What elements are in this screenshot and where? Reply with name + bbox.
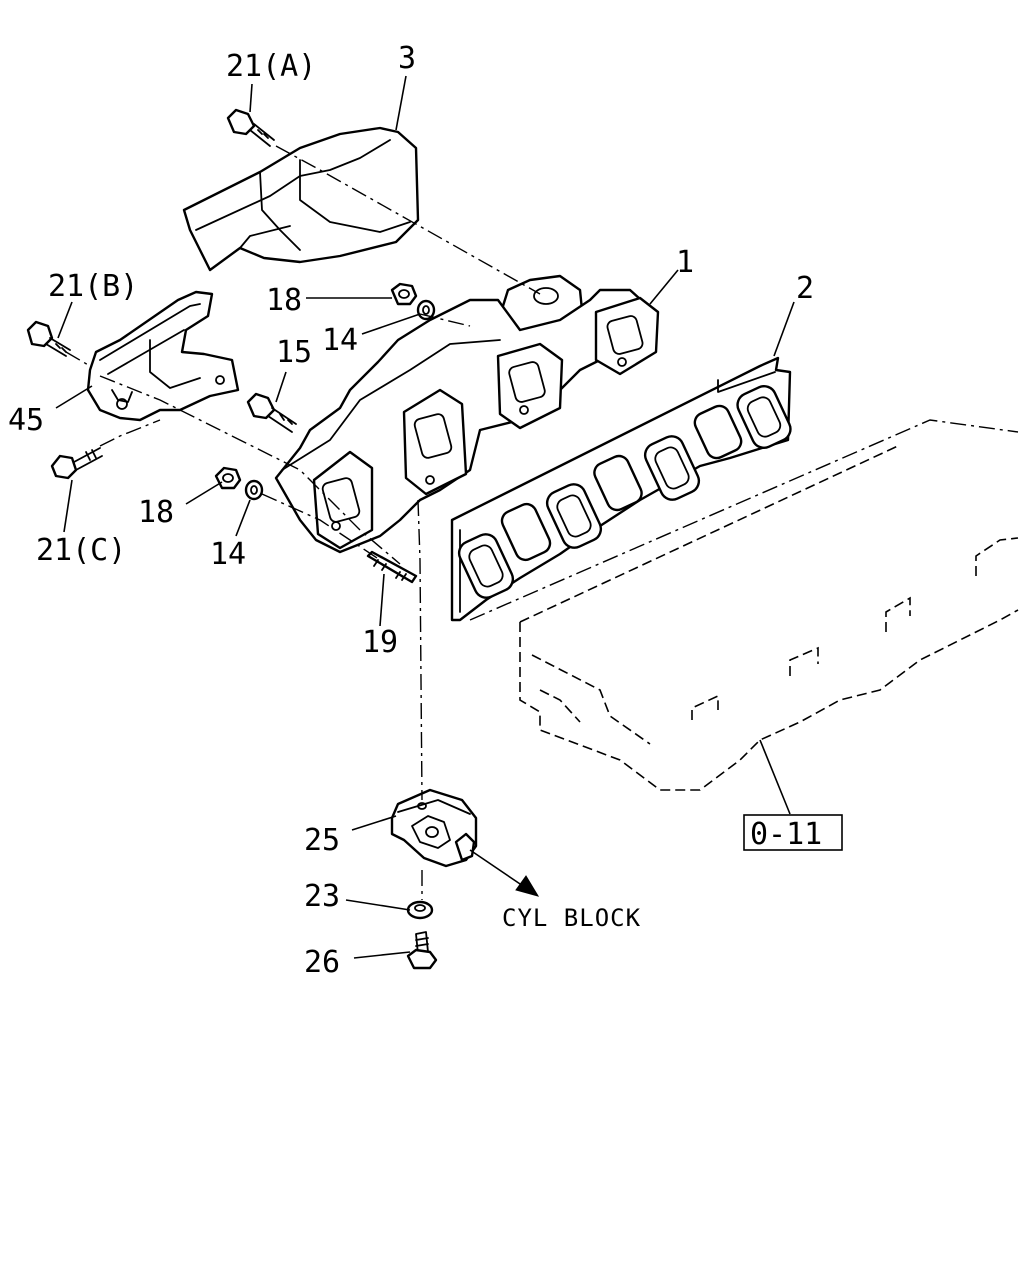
bracket bbox=[86, 290, 240, 422]
cylinder-head-outline bbox=[469, 419, 1019, 791]
bolt-26 bbox=[406, 931, 438, 970]
callout-14-bottom: 14 bbox=[210, 537, 246, 572]
bolt-21b bbox=[26, 320, 71, 357]
exhaust-manifold bbox=[274, 274, 660, 554]
leader-lines bbox=[55, 75, 795, 959]
callout-26: 26 bbox=[304, 945, 340, 980]
callout-45: 45 bbox=[8, 403, 44, 438]
assembly-lines bbox=[65, 145, 541, 900]
reference-box: 0-11 bbox=[743, 814, 843, 852]
callout-3: 3 bbox=[398, 41, 416, 76]
callout-21c: 21(C) bbox=[36, 533, 126, 568]
exhaust-gasket bbox=[450, 356, 792, 622]
bolt-21a bbox=[226, 108, 275, 147]
callout-18-top: 18 bbox=[266, 283, 302, 318]
callout-21a: 21(A) bbox=[226, 49, 316, 84]
washer-14-bottom bbox=[244, 479, 264, 501]
callout-15: 15 bbox=[276, 335, 312, 370]
callout-18-bottom: 18 bbox=[138, 495, 174, 530]
nut-18-bottom bbox=[214, 466, 242, 490]
bolt-21c bbox=[50, 447, 103, 480]
washer-23 bbox=[406, 900, 434, 920]
callout-25: 25 bbox=[304, 823, 340, 858]
callout-19: 19 bbox=[362, 625, 398, 660]
cyl-block-label: CYL BLOCK bbox=[502, 904, 641, 932]
nut-18-top bbox=[390, 282, 418, 306]
callout-2: 2 bbox=[796, 271, 814, 306]
callout-1: 1 bbox=[676, 245, 694, 280]
bracket-25 bbox=[390, 788, 478, 868]
cyl-block-arrow bbox=[469, 849, 540, 897]
heat-shield bbox=[182, 126, 420, 272]
callout-14-top: 14 bbox=[322, 323, 358, 358]
callout-21b: 21(B) bbox=[48, 269, 138, 304]
reference-label: 0-11 bbox=[750, 817, 822, 852]
callout-23: 23 bbox=[304, 879, 340, 914]
stud-15 bbox=[246, 392, 297, 433]
